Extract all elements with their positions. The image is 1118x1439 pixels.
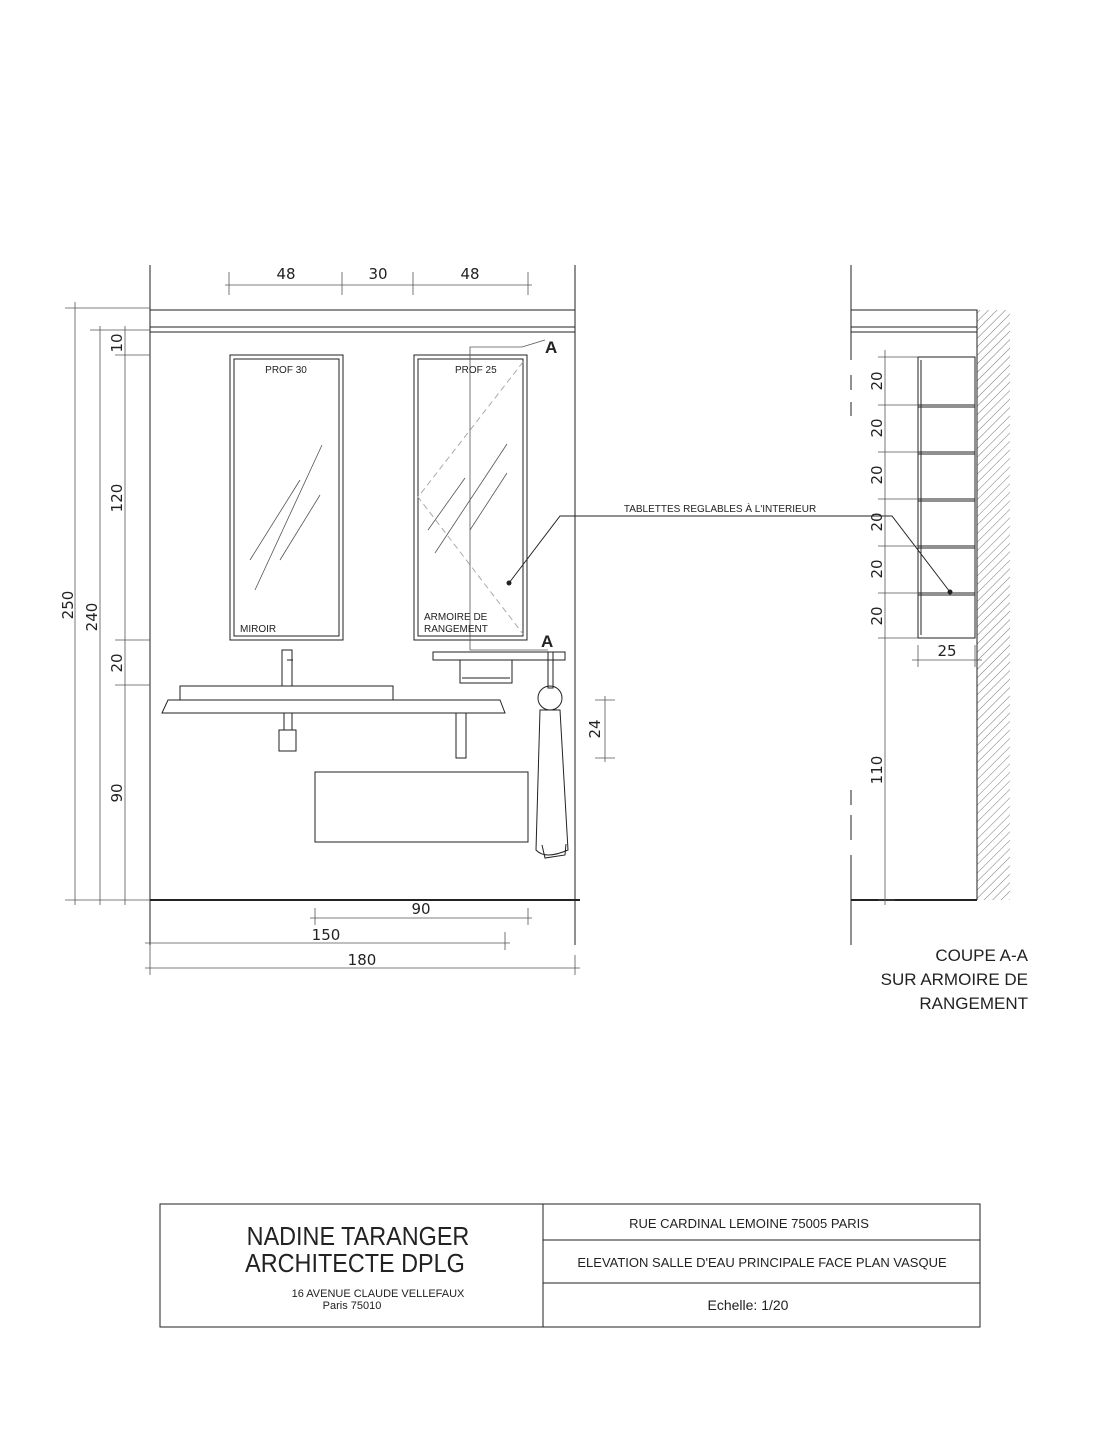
architect-city: Paris 75010 [323, 1300, 382, 1312]
section-ceiling [850, 309, 978, 333]
bottom-dimensions: 90 150 180 [145, 900, 580, 975]
towel-dimension: 24 [586, 696, 615, 762]
section-caption-line3: RANGEMENT [919, 994, 1028, 1013]
dim-mirror-width: 48 [276, 265, 295, 283]
title-block: NADINE TARANGER ARCHITECTE DPLG 16 AVENU… [159, 1203, 981, 1328]
storage-cabinet: A A PROF 25 ARMOIRE DE RANGEMENT [413, 338, 557, 651]
wall-niche [314, 771, 529, 843]
section-caption-line2: SUR ARMOIRE DE [881, 970, 1028, 989]
dim-segment-10: 10 [108, 333, 126, 352]
dim-bottom-150: 150 [312, 926, 341, 944]
countertop [161, 699, 506, 714]
ceiling-band [149, 309, 576, 333]
small-shelf [432, 651, 566, 684]
cabinet-depth-label: PROF 25 [455, 365, 497, 376]
dim-shelf-3: 20 [868, 465, 886, 484]
architect-address: 16 AVENUE CLAUDE VELLEFAUX [292, 1288, 465, 1300]
dim-gap-width: 30 [368, 265, 387, 283]
dim-segment-120: 120 [108, 484, 126, 513]
section-cabinet [917, 356, 976, 639]
dim-shelf-1: 20 [868, 371, 886, 390]
faucet [281, 649, 293, 687]
dim-depth-25: 25 [937, 642, 956, 660]
cabinet-label-line2: RANGEMENT [424, 624, 488, 635]
annotation-text: TABLETTES REGLABLES À L'INTERIEUR [624, 502, 816, 515]
left-dimensions: 250 240 10 120 20 90 [59, 302, 150, 905]
wall-hatch [977, 310, 1010, 900]
section-mark-bottom: A [541, 632, 553, 651]
dim-bottom-90: 90 [411, 900, 430, 918]
dim-cabinet-width: 48 [460, 265, 479, 283]
dim-segment-90: 90 [108, 783, 126, 802]
section-caption-line1: COUPE A-A [935, 946, 1028, 965]
top-dimensions: 48 30 48 [225, 265, 532, 295]
dim-shelf-6: 20 [868, 606, 886, 625]
counter-leg [455, 712, 467, 759]
dim-towel-24: 24 [586, 719, 604, 738]
section-view: 20 20 20 20 20 20 110 25 COUPE A-A SUR A… [850, 265, 1029, 1013]
section-dimensions: 20 20 20 20 20 20 110 25 [868, 350, 982, 905]
elevation-view: 48 30 48 250 240 10 120 20 90 [59, 265, 953, 975]
drawing-scale: Echelle: 1/20 [708, 1297, 789, 1313]
dim-lower-110: 110 [868, 756, 886, 785]
mirror: PROF 30 MIROIR [229, 354, 344, 641]
architect-title: ARCHITECTE DPLG [245, 1250, 465, 1278]
washbasin-vanity [161, 649, 506, 759]
cabinet-label-line1: ARMOIRE DE [424, 612, 488, 623]
dim-bottom-180: 180 [348, 951, 377, 969]
drawing-title: ELEVATION SALLE D'EAU PRINCIPALE FACE PL… [577, 1255, 947, 1270]
towel-ring [535, 651, 569, 859]
project-address: RUE CARDINAL LEMOINE 75005 PARIS [629, 1216, 869, 1231]
dim-shelf-2: 20 [868, 418, 886, 437]
dim-shelf-4: 20 [868, 512, 886, 531]
dim-segment-20: 20 [108, 653, 126, 672]
dim-total-height-240: 240 [83, 603, 101, 632]
mirror-label: MIROIR [240, 624, 276, 635]
mirror-depth-label: PROF 30 [265, 365, 307, 376]
basin [179, 685, 394, 701]
dim-shelf-5: 20 [868, 559, 886, 578]
dim-total-height-250: 250 [59, 591, 77, 620]
architect-name: NADINE TARANGER [247, 1223, 470, 1251]
section-mark-top: A [545, 338, 557, 357]
